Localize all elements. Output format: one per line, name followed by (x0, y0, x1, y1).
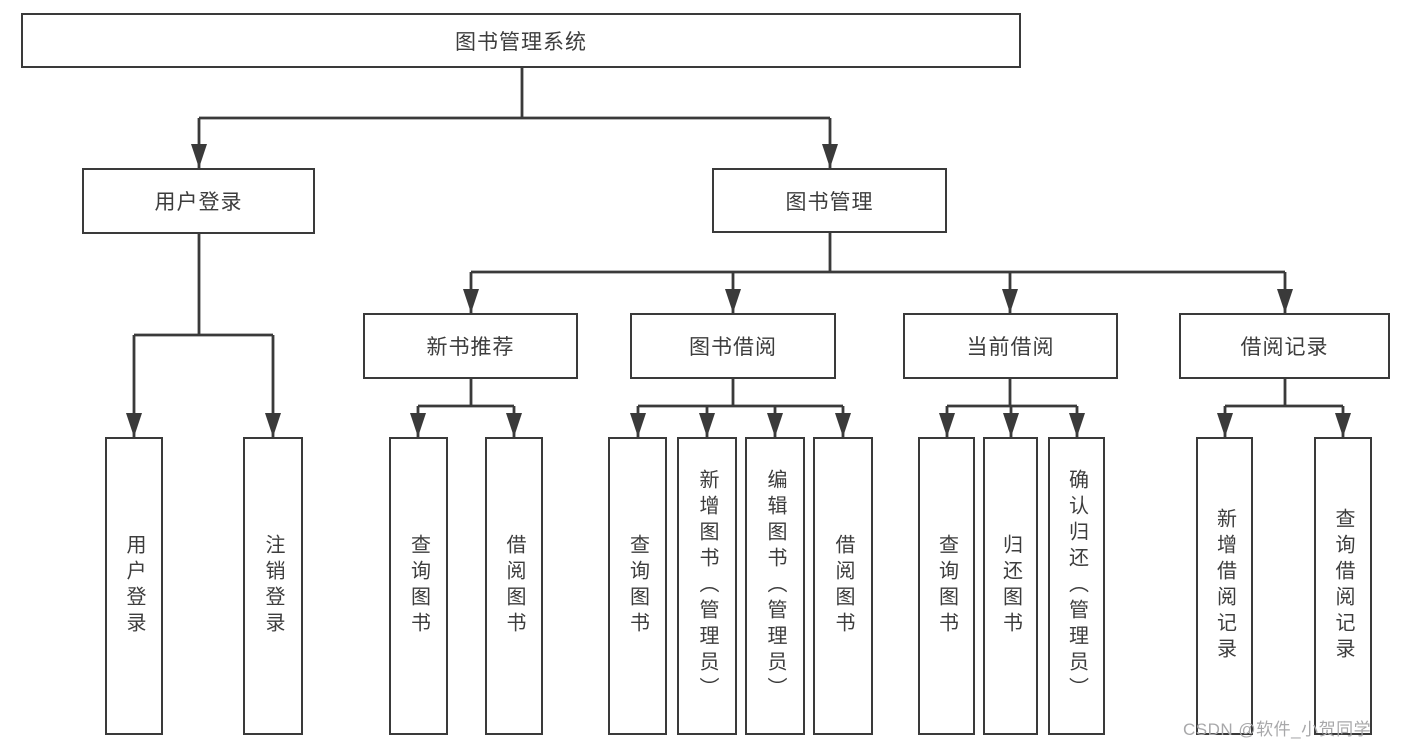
leaf-query-books-recommend: 查询图书 (389, 437, 448, 735)
leaf-edit-books-admin: 编辑图书（管理员） (745, 437, 805, 735)
node-borrowing-records: 借阅记录 (1179, 313, 1390, 379)
leaf-confirm-return-admin: 确认归还（管理员） (1048, 437, 1105, 735)
leaf-query-books-borrowing-label: 查询图书 (626, 534, 649, 638)
leaf-borrow-books-borrowing: 借阅图书 (813, 437, 873, 735)
leaf-add-borrow-record: 新增借阅记录 (1196, 437, 1253, 735)
leaf-user-login: 用户登录 (105, 437, 163, 735)
leaf-confirm-return-admin-label: 确认归还（管理员） (1065, 469, 1088, 703)
leaf-add-books-admin-label: 新增图书（管理员） (696, 469, 718, 703)
leaf-borrow-books-recommend: 借阅图书 (485, 437, 543, 735)
leaf-query-books-current: 查询图书 (918, 437, 975, 735)
csdn-watermark: CSDN @软件_小贺同学 (1183, 720, 1372, 739)
node-library-management-system: 图书管理系统 (21, 13, 1021, 68)
leaf-borrow-books-borrowing-label: 借阅图书 (832, 534, 854, 638)
leaf-query-borrow-record: 查询借阅记录 (1314, 437, 1372, 735)
leaf-query-books-borrowing: 查询图书 (608, 437, 667, 735)
leaf-user-login-label: 用户登录 (123, 534, 145, 638)
leaf-query-books-recommend-label: 查询图书 (407, 534, 430, 638)
node-user-login: 用户登录 (82, 168, 315, 234)
node-new-book-recommendation: 新书推荐 (363, 313, 578, 379)
leaf-borrow-books-recommend-label: 借阅图书 (503, 534, 525, 638)
leaf-logout-login: 注销登录 (243, 437, 303, 735)
leaf-return-books: 归还图书 (983, 437, 1038, 735)
leaf-query-borrow-record-label: 查询借阅记录 (1332, 508, 1354, 664)
node-current-borrowing: 当前借阅 (903, 313, 1118, 379)
leaf-return-books-label: 归还图书 (999, 534, 1022, 638)
node-book-borrowing: 图书借阅 (630, 313, 836, 379)
connector-skeleton (134, 68, 1343, 408)
node-book-management: 图书管理 (712, 168, 947, 233)
leaf-logout-login-label: 注销登录 (262, 534, 284, 638)
leaf-query-books-current-label: 查询图书 (935, 534, 958, 638)
leaf-add-borrow-record-label: 新增借阅记录 (1213, 508, 1236, 664)
leaf-edit-books-admin-label: 编辑图书（管理员） (764, 469, 786, 703)
leaf-add-books-admin: 新增图书（管理员） (677, 437, 737, 735)
